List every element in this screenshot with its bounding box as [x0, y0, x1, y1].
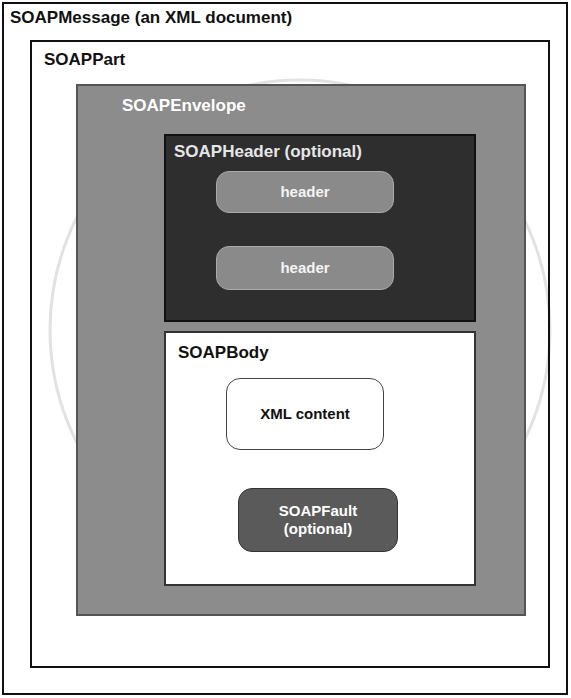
envelope-box: SOAPEnvelopeSOAPHeader (optional) header h… — [76, 84, 526, 616]
body-box: SOAPBodyXML contentSOAPFault (optional) — [164, 331, 476, 586]
node-label: header — [276, 183, 333, 201]
node-label: XML content — [256, 405, 354, 423]
fault-box: SOAPFault (optional) — [238, 488, 398, 552]
header-container: SOAPHeader (optional) header header — [164, 134, 476, 322]
node-title: SOAPHeader (optional) — [174, 142, 362, 162]
node-label: SOAPFault (optional) — [239, 502, 397, 538]
content-box: XML content — [226, 378, 384, 450]
node-title: SOAPEnvelope — [122, 96, 246, 116]
header-box: header — [216, 171, 394, 213]
node-label: header — [276, 259, 333, 277]
node-title: SOAPMessage (an XML document) — [10, 8, 292, 28]
part-box: SOAPPartSOAPEnvelopeSOAPHeader (optional… — [30, 40, 550, 668]
header-box: header — [216, 246, 394, 290]
node-title: SOAPBody — [178, 343, 269, 363]
node-title: SOAPPart — [44, 50, 125, 70]
